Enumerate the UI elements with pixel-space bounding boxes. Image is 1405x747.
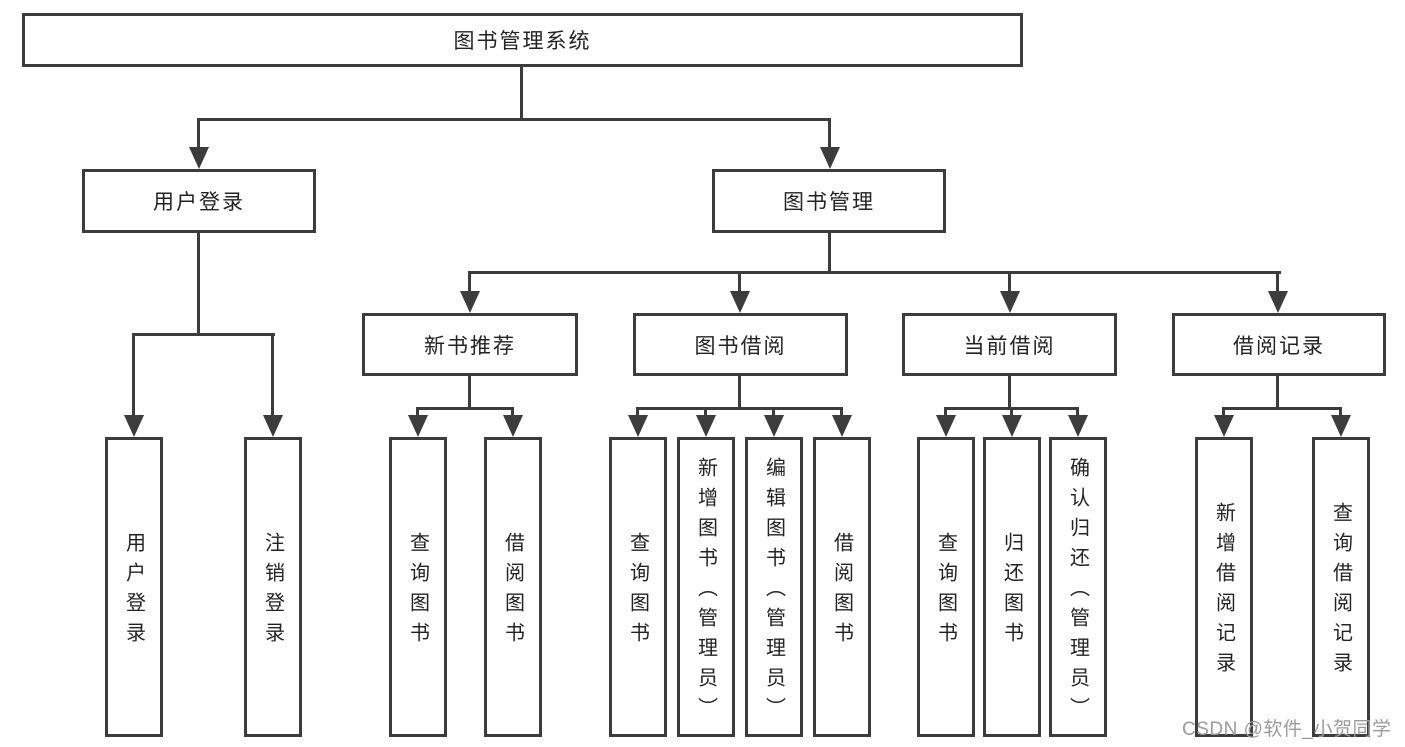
arrowhead-down — [1268, 291, 1288, 313]
arrowhead-down — [730, 291, 750, 313]
leaf-query-book-borrow: 查询图书 — [609, 437, 667, 737]
connector-line — [1010, 410, 1013, 417]
leaf-return-book: 归还图书 — [983, 437, 1041, 737]
leaf-add-borrow-record: 新增借阅记录 — [1195, 437, 1253, 737]
arrowhead-down — [1068, 415, 1088, 437]
connector-line — [944, 410, 947, 417]
arrowhead-down — [263, 415, 283, 437]
leaf-edit-book: 编辑图书（管理员） — [745, 437, 803, 737]
arrowhead-down — [1331, 415, 1351, 437]
connector-line — [1339, 410, 1342, 417]
leaf-add-book-label: 新增图书（管理员） — [694, 457, 717, 727]
connector-line — [1276, 274, 1279, 293]
node-new-book-rec: 新书推荐 — [362, 313, 578, 376]
leaf-borrow-book-label: 借阅图书 — [830, 532, 853, 652]
node-user-login-label: 用户登录 — [153, 191, 245, 214]
leaf-confirm-return-label: 确认归还（管理员） — [1066, 457, 1089, 727]
connector-line — [704, 410, 707, 417]
connector-line — [468, 376, 471, 410]
leaf-user-login: 用户登录 — [105, 437, 163, 737]
node-new-book-rec-label: 新书推荐 — [424, 334, 516, 358]
arrowhead-down — [936, 415, 956, 437]
connector-line — [1008, 376, 1011, 410]
connector-line — [1222, 410, 1225, 417]
connector-line — [468, 274, 471, 293]
connector-line — [197, 121, 200, 149]
connector-line — [416, 410, 419, 417]
arrowhead-down — [628, 415, 648, 437]
arrowhead-down — [408, 415, 428, 437]
leaf-borrow-book-rec-label: 借阅图书 — [501, 532, 524, 652]
node-current-borrow-label: 当前借阅 — [963, 334, 1056, 358]
node-current-borrow: 当前借阅 — [902, 313, 1117, 376]
arrowhead-down — [124, 415, 144, 437]
leaf-query-book-current: 查询图书 — [917, 437, 975, 737]
connector-line — [197, 118, 831, 121]
connector-line — [271, 336, 274, 417]
leaf-query-book-borrow-label: 查询图书 — [626, 532, 649, 652]
arrowhead-down — [696, 415, 716, 437]
node-book-borrow-label: 图书借阅 — [694, 334, 787, 358]
leaf-query-book-rec: 查询图书 — [389, 437, 447, 737]
connector-line — [944, 407, 1079, 410]
connector-line — [738, 376, 741, 410]
leaf-user-login-label: 用户登录 — [122, 532, 145, 652]
connector-line — [1222, 407, 1342, 410]
csdn-watermark: CSDN @软件_小贺同学 — [1182, 719, 1392, 740]
connector-line — [132, 336, 135, 417]
arrowhead-down — [764, 415, 784, 437]
arrowhead-down — [1002, 415, 1022, 437]
connector-line — [511, 410, 514, 417]
connector-line — [1008, 274, 1011, 293]
leaf-borrow-book-rec: 借阅图书 — [484, 437, 542, 737]
arrowhead-down — [503, 415, 523, 437]
arrowhead-down — [1000, 291, 1020, 313]
leaf-logout-label: 注销登录 — [261, 532, 284, 652]
leaf-edit-book-label: 编辑图书（管理员） — [762, 457, 785, 727]
arrowhead-down — [832, 415, 852, 437]
connector-line — [636, 410, 639, 417]
leaf-confirm-return: 确认归还（管理员） — [1049, 437, 1107, 737]
connector-line — [197, 233, 200, 336]
node-root-label: 图书管理系统 — [453, 30, 592, 53]
leaf-query-borrow-record-label: 查询借阅记录 — [1329, 502, 1352, 682]
node-borrow-record: 借阅记录 — [1172, 313, 1386, 376]
node-book-mgmt-label: 图书管理 — [783, 191, 875, 214]
node-user-login: 用户登录 — [82, 169, 316, 233]
node-borrow-record-label: 借阅记录 — [1233, 334, 1325, 358]
node-root: 图书管理系统 — [22, 13, 1023, 67]
leaf-query-book-current-label: 查询图书 — [934, 532, 957, 652]
arrowhead-down — [189, 147, 209, 169]
connector-line — [132, 333, 275, 336]
node-book-borrow: 图书借阅 — [633, 313, 848, 376]
connector-line — [738, 274, 741, 293]
arrowhead-down — [460, 291, 480, 313]
node-book-mgmt: 图书管理 — [712, 169, 946, 233]
connector-line — [1276, 376, 1279, 410]
connector-line — [828, 121, 831, 149]
arrowhead-down — [1214, 415, 1234, 437]
connector-line — [772, 410, 775, 417]
leaf-borrow-book: 借阅图书 — [813, 437, 871, 737]
leaf-add-book: 新增图书（管理员） — [677, 437, 735, 737]
connector-line — [840, 410, 843, 417]
connector-line — [520, 67, 523, 121]
leaf-logout: 注销登录 — [244, 437, 302, 737]
connector-line — [416, 407, 514, 410]
leaf-add-borrow-record-label: 新增借阅记录 — [1212, 502, 1235, 682]
connector-line — [636, 407, 843, 410]
connector-line — [828, 233, 831, 274]
connector-line — [468, 271, 1281, 274]
arrowhead-down — [820, 147, 840, 169]
leaf-query-borrow-record: 查询借阅记录 — [1312, 437, 1370, 737]
connector-line — [1076, 410, 1079, 417]
leaf-query-book-rec-label: 查询图书 — [406, 532, 429, 652]
leaf-return-book-label: 归还图书 — [1000, 532, 1023, 652]
